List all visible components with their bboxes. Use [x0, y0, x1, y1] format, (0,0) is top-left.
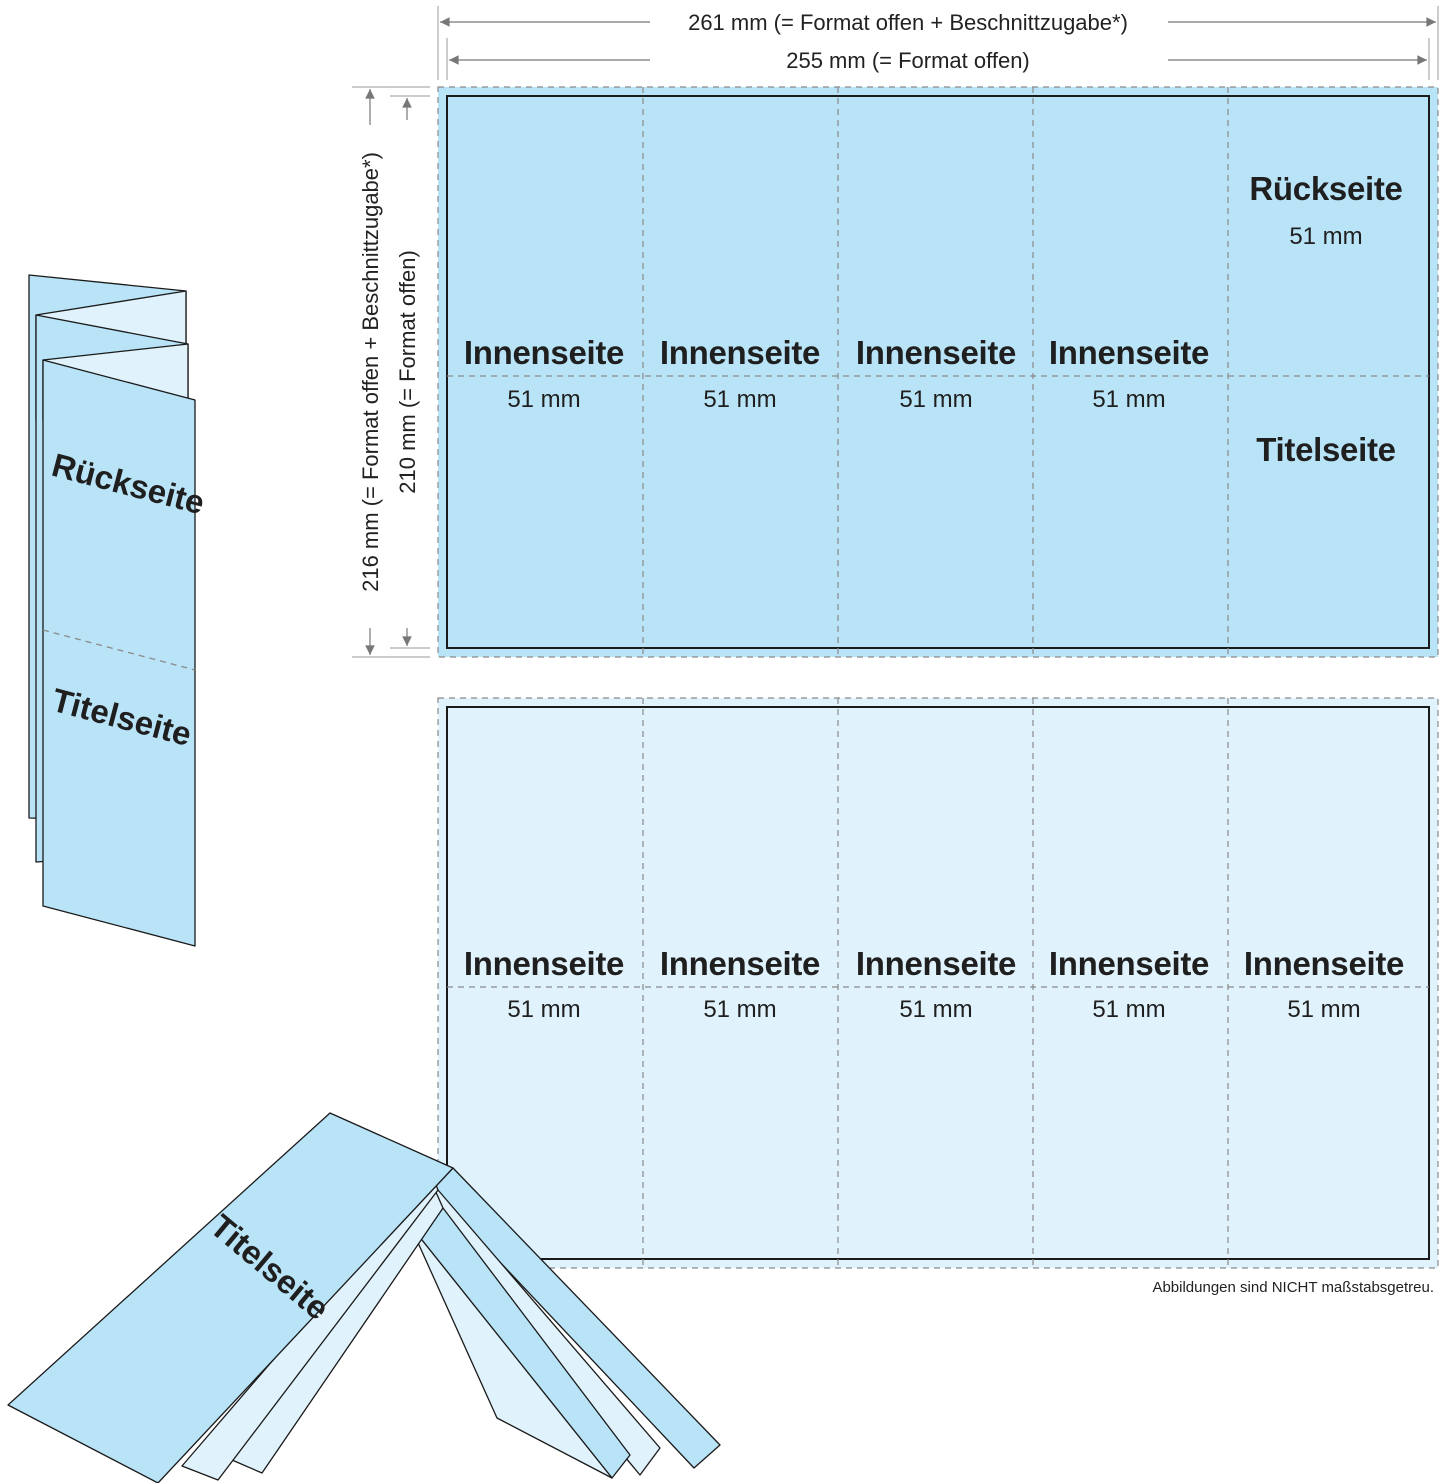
panel-size: 51 mm: [703, 386, 776, 413]
panel-label: Innenseite: [1049, 945, 1209, 982]
inner-side-sheet: Innenseite 51 mm Innenseite 51 mm Innens…: [437, 697, 1439, 1269]
height-with-bleed-label: 216 mm (= Format offen + Beschnittzugabe…: [358, 152, 383, 592]
width-with-bleed-label: 261 mm (= Format offen + Beschnittzugabe…: [688, 10, 1128, 35]
panel-size: 51 mm: [1092, 996, 1165, 1023]
panel-label: Innenseite: [464, 945, 624, 982]
back-panel-label: Rückseite: [1249, 170, 1402, 207]
panel-size: 51 mm: [507, 996, 580, 1023]
scale-note: Abbildungen sind NICHT maßstabsgetreu.: [1152, 1279, 1434, 1296]
width-dimensions: 261 mm (= Format offen + Beschnittzugabe…: [437, 6, 1439, 80]
outer-side-sheet: Innenseite 51 mm Innenseite 51 mm Innens…: [437, 86, 1439, 658]
width-open-label: 255 mm (= Format offen): [786, 48, 1030, 73]
opened-leporello-preview: Titelseite: [7, 1112, 721, 1483]
folded-leporello-preview: Rückseite Titelseite: [28, 274, 208, 947]
panel-size: 51 mm: [703, 996, 776, 1023]
panel-label: Innenseite: [1049, 334, 1209, 371]
panel-label: Innenseite: [464, 334, 624, 371]
panel-size: 51 mm: [899, 996, 972, 1023]
panel-size: 51 mm: [899, 386, 972, 413]
panel-label: Innenseite: [660, 334, 820, 371]
panel-label: Innenseite: [660, 945, 820, 982]
panel-label: Innenseite: [856, 334, 1016, 371]
panel-label: Innenseite: [856, 945, 1016, 982]
height-open-label: 210 mm (= Format offen): [395, 250, 420, 494]
height-dimensions: 216 mm (= Format offen + Beschnittzugabe…: [352, 86, 430, 658]
panel-size: 51 mm: [1287, 996, 1360, 1023]
panel-label: Innenseite: [1244, 945, 1404, 982]
title-panel-label: Titelseite: [1256, 431, 1395, 468]
back-panel-size: 51 mm: [1289, 223, 1362, 250]
panel-size: 51 mm: [507, 386, 580, 413]
panel-size: 51 mm: [1092, 386, 1165, 413]
